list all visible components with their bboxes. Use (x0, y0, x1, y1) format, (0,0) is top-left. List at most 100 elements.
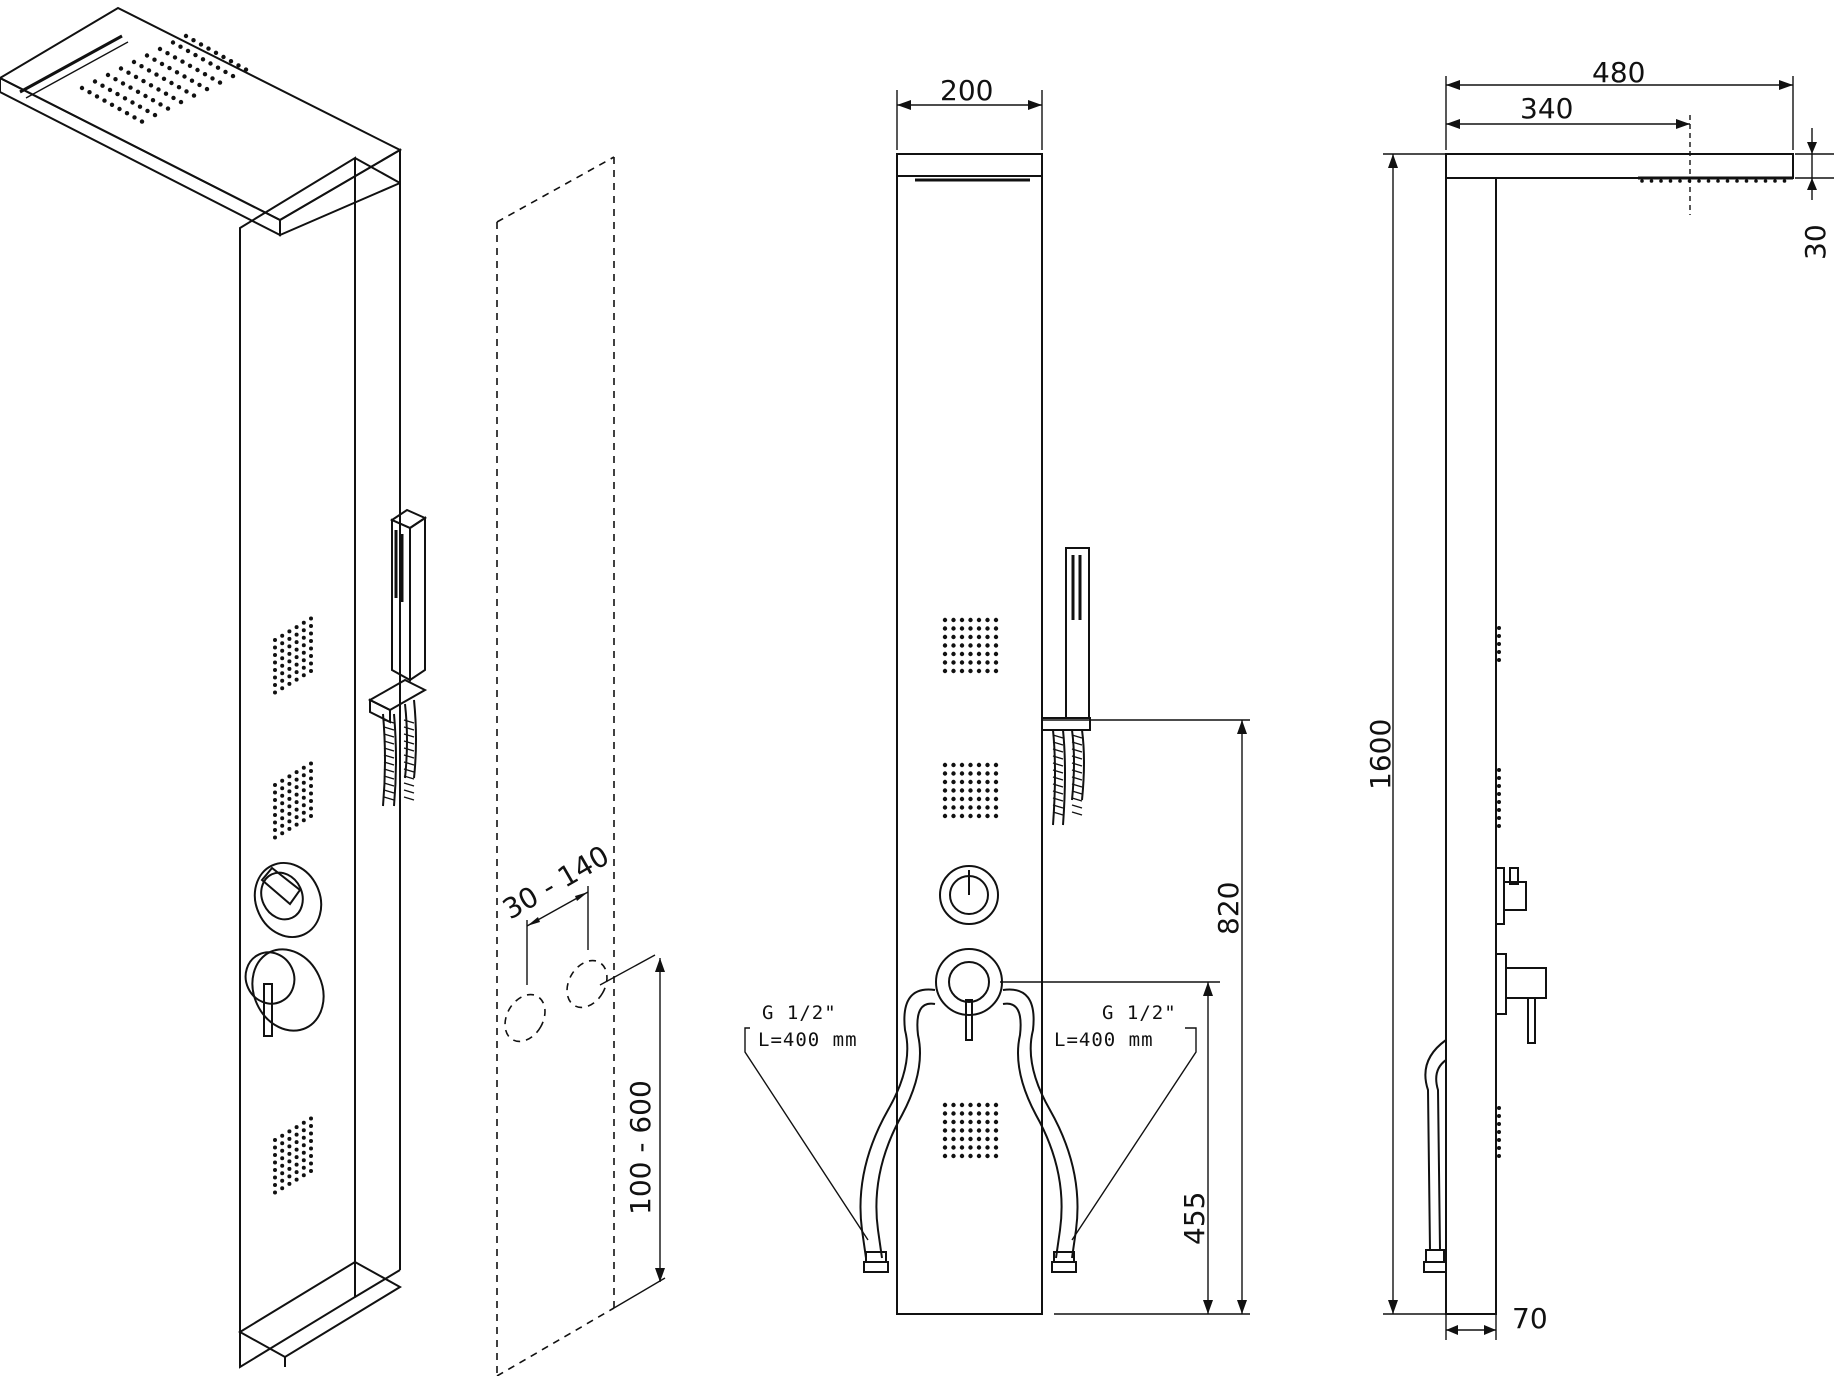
jet-dot (993, 813, 999, 819)
jet-dot (985, 626, 990, 631)
jet-dot (287, 1129, 292, 1134)
jet-dot (993, 771, 999, 776)
coil-stroke (1071, 776, 1083, 781)
jet-dot (985, 617, 990, 623)
jet-dot (287, 681, 292, 686)
nozzle-dot (131, 59, 137, 65)
jet-dot (1497, 776, 1501, 780)
jet-dot (294, 1162, 299, 1167)
jet-dot (309, 616, 313, 621)
jet-dot (942, 813, 948, 819)
jet-dot (287, 636, 292, 641)
jet-dot (985, 771, 990, 776)
nozzle-dot (120, 81, 126, 86)
front-hand-shower (1041, 547, 1091, 826)
jet-dot (273, 683, 277, 687)
jet-dot (309, 661, 313, 666)
coil-stroke (383, 726, 395, 731)
jet-dot (993, 1145, 999, 1150)
jet-dot (287, 1144, 292, 1149)
jet-dot (976, 668, 982, 674)
jet-dot (993, 1111, 999, 1116)
nozzle-dot (109, 102, 115, 108)
nozzle-dot (124, 111, 130, 116)
nozzle-dot (178, 44, 183, 49)
jet-dot (976, 779, 982, 785)
nozzle-dot (94, 94, 100, 99)
jet-dot (287, 1166, 292, 1171)
coil-stroke (403, 719, 415, 724)
jet-dot (959, 1136, 965, 1142)
coil-stroke (383, 775, 395, 780)
jet-dot (280, 793, 285, 798)
jet-dot (951, 643, 956, 648)
jet-dot (273, 645, 277, 650)
nozzle-dot (200, 57, 206, 62)
jet-dot (280, 633, 285, 638)
jet-dot (951, 779, 956, 785)
nozzle-dot (1659, 179, 1663, 183)
nozzle-dot (115, 91, 120, 97)
jet-dot (985, 779, 990, 785)
nozzle-dot (139, 63, 144, 69)
jet-dot (968, 634, 973, 640)
jet-dot (942, 660, 948, 665)
jet-dot (301, 780, 306, 785)
jet-dot (968, 1111, 973, 1116)
jet-dot (993, 634, 999, 640)
coil-stroke (403, 733, 415, 738)
nozzle-dot (152, 112, 158, 118)
jet-dot (985, 1119, 990, 1125)
nozzle-dot (210, 76, 215, 81)
coil-stroke (1052, 776, 1064, 781)
jet-dot (287, 651, 292, 656)
jet-dot (287, 781, 292, 786)
jet-dot (273, 668, 277, 672)
nozzle-dot (1754, 179, 1758, 183)
coil-stroke (403, 726, 415, 731)
jet-dot (301, 628, 306, 633)
jet-dot (1497, 824, 1501, 828)
side-head-nozzles (1640, 179, 1787, 183)
jet-dot (301, 765, 306, 770)
dim-panel-height: 1600 (1364, 719, 1397, 790)
jet-dot (294, 1155, 299, 1160)
jet-dot (942, 771, 948, 776)
jet-dot (985, 1153, 990, 1159)
jet-dot (1497, 650, 1501, 654)
nozzle-dot (1678, 179, 1682, 183)
nozzle-dot (185, 48, 191, 54)
jet-dot (976, 1153, 982, 1159)
dim-head-thickness: 30 (1799, 224, 1832, 260)
jet-dot (273, 1175, 277, 1180)
nozzle-dot (113, 77, 118, 82)
coil-stroke (1071, 734, 1083, 739)
jet-dot (951, 668, 956, 674)
jet-dot (976, 813, 982, 819)
coil-stroke (1071, 797, 1083, 802)
jet-dot (976, 651, 982, 657)
nozzle-dot (105, 72, 111, 78)
nozzle-dot (182, 74, 187, 79)
coil-stroke (383, 761, 395, 766)
jet-dot (968, 762, 973, 768)
jet-dot (280, 1163, 285, 1168)
jet-dot (985, 660, 990, 665)
jet-dot (287, 1136, 292, 1141)
mixer-knob (244, 948, 325, 1037)
nozzle-dot (1640, 179, 1644, 183)
nozzle-dot (126, 70, 131, 75)
jet-dot (309, 806, 313, 811)
jet-dot (942, 643, 948, 648)
hose-coils (383, 719, 415, 801)
jet-dot (951, 1119, 956, 1125)
nozzle-dot (206, 46, 211, 51)
jet-dot (1497, 1106, 1501, 1110)
jet-dot (309, 769, 313, 773)
jet-dot (976, 1119, 982, 1125)
jet-dot (301, 620, 306, 625)
left-hose-length: L=400 mm (758, 1029, 858, 1051)
dim-inlet-spacing: 30 - 140 (497, 839, 615, 926)
hand-shower (367, 508, 428, 807)
jet-dot (959, 788, 965, 793)
